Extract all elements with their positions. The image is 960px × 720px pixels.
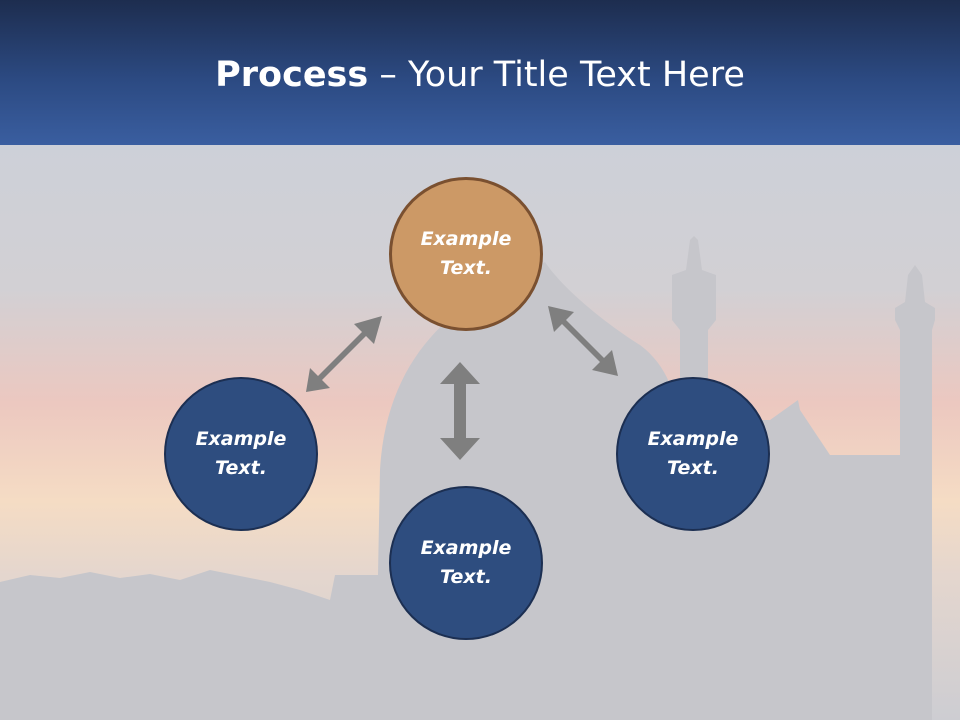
node-top-line2: Text. bbox=[440, 257, 492, 279]
arrow-top-left bbox=[306, 316, 382, 392]
node-right[interactable]: Example Text. bbox=[616, 377, 770, 531]
node-bottom-line1: Example bbox=[420, 537, 512, 559]
node-left[interactable]: Example Text. bbox=[164, 377, 318, 531]
node-left-line2: Text. bbox=[215, 457, 267, 479]
node-right-line1: Example bbox=[647, 428, 739, 450]
arrow-top-right bbox=[548, 306, 618, 376]
arrow-vertical bbox=[440, 362, 480, 460]
node-top[interactable]: Example Text. bbox=[389, 177, 543, 331]
title-rest: – Your Title Text Here bbox=[368, 55, 745, 95]
node-top-line1: Example bbox=[420, 228, 512, 250]
node-left-line1: Example bbox=[195, 428, 287, 450]
title-bold: Process bbox=[215, 55, 369, 95]
node-bottom[interactable]: Example Text. bbox=[389, 486, 543, 640]
mosque-silhouette bbox=[0, 236, 935, 720]
title-bar: Process – Your Title Text Here bbox=[0, 0, 960, 145]
node-right-line2: Text. bbox=[667, 457, 719, 479]
page-title: Process – Your Title Text Here bbox=[0, 50, 960, 100]
node-bottom-line2: Text. bbox=[440, 566, 492, 588]
